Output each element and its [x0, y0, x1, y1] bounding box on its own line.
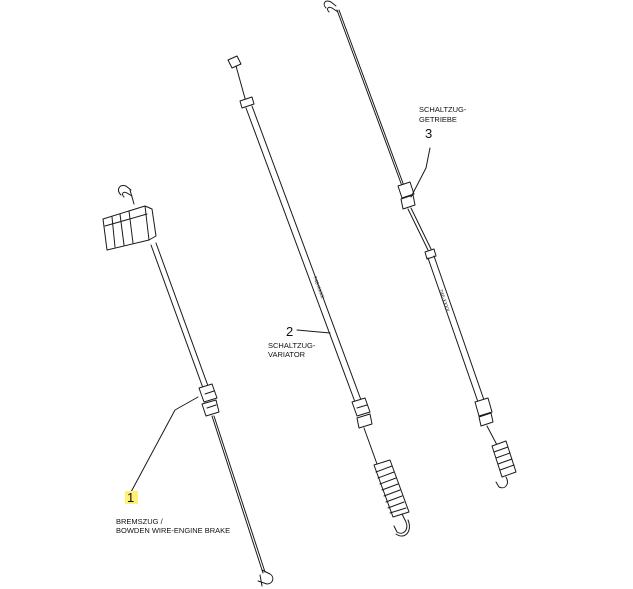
cable-3-hook [495, 476, 508, 489]
part-3-label-line-1: SCHALTZUG- [419, 105, 467, 114]
cable-1-brake [102, 185, 274, 587]
cable-3-top-hook [323, 0, 339, 13]
part-2-label-line-2: VARIATOR [268, 350, 306, 359]
part-1-number: 1 [127, 490, 134, 505]
cable-3-upper-ferrule [397, 181, 416, 210]
cable-1-ferrule [198, 383, 220, 417]
part-3-number: 3 [425, 126, 432, 141]
part-1-label-line-1: BREMSZUG / [116, 517, 164, 526]
cable-3-spring [491, 440, 517, 478]
part-2-number: 2 [286, 324, 293, 339]
cable-3-print: 746-XXXX [437, 289, 450, 314]
cable-1-lever-block [102, 205, 157, 251]
cable-2-hook [393, 513, 410, 537]
cable-2-variator [227, 55, 410, 537]
cable-1-top-hook [118, 185, 133, 198]
cable-2-spring [373, 459, 410, 518]
cable-3-gearbox [323, 0, 517, 489]
part-1-number-highlight [125, 491, 138, 504]
part-1-label-line-2: BOWDEN WIRE-ENGINE BRAKE [116, 526, 230, 535]
part-2-label-line-1: SCHALTZUG- [268, 341, 316, 350]
cable-2-print: 746-XXXX [311, 276, 325, 301]
cable-3-lower-ferrule [474, 397, 494, 427]
cable-2-top-tab [227, 55, 242, 69]
part-3-label-line-2: GETRIEBE [419, 115, 457, 124]
cable-2-ferrule [351, 397, 373, 429]
cable-1-bottom-hook [257, 569, 274, 587]
